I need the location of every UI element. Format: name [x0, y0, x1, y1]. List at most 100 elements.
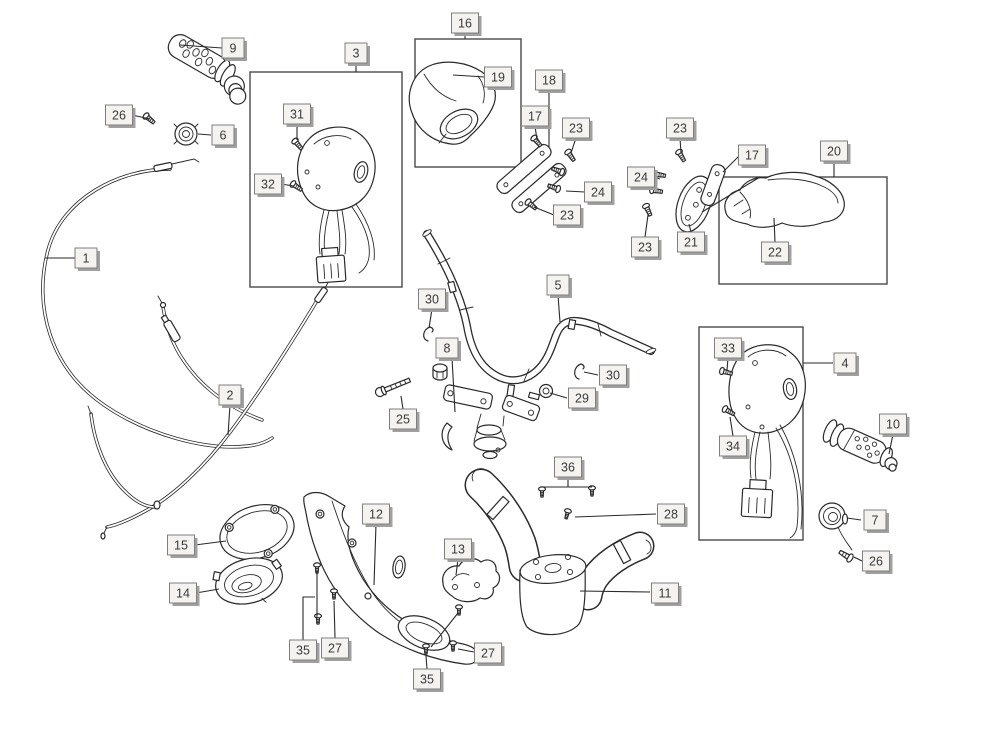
callout-33-29: 33 — [714, 337, 745, 361]
callout-16-8: 16 — [451, 12, 482, 36]
callout-number: 16 — [458, 17, 472, 31]
callout-35-43: 35 — [413, 668, 444, 692]
part-gasket-ring-15 — [219, 504, 295, 560]
callout-number: 24 — [591, 186, 605, 200]
callout-13-37: 13 — [444, 538, 475, 562]
callout-number: 4 — [842, 357, 849, 371]
callout-number: 13 — [451, 543, 465, 557]
callout-number: 9 — [230, 42, 237, 56]
callout-number: 8 — [444, 342, 451, 356]
callout-number: 26 — [869, 555, 883, 569]
callout-29-26: 29 — [568, 387, 599, 411]
callout-number: 30 — [606, 369, 620, 383]
leader-line-30-23 — [428, 308, 433, 329]
callout-22-21: 22 — [761, 241, 792, 265]
callout-number: 15 — [174, 539, 188, 553]
callout-30-23: 30 — [418, 288, 449, 312]
part-knob-6 — [173, 122, 199, 146]
callout-number: 14 — [176, 587, 190, 601]
callout-23-15: 23 — [666, 117, 697, 141]
callout-number: 25 — [396, 413, 410, 427]
part-cover-13 — [442, 557, 501, 603]
callout-21-19: 21 — [677, 231, 708, 255]
part-rear-cover-11 — [464, 468, 655, 636]
part-switch-right — [718, 344, 806, 539]
leader-line-8-24 — [451, 357, 456, 413]
leader-line-14-35 — [195, 588, 220, 594]
callout-26-33: 26 — [862, 550, 893, 574]
callout-1-6: 1 — [74, 247, 100, 271]
part-drawings — [41, 34, 898, 665]
callout-7-32: 7 — [863, 509, 889, 533]
part-handlebar — [422, 229, 657, 460]
callout-23-12: 23 — [562, 117, 593, 141]
callout-31-4: 31 — [283, 103, 314, 127]
part-nut-8 — [432, 363, 448, 381]
callout-number: 34 — [726, 440, 740, 454]
callout-17-11: 17 — [521, 105, 552, 129]
part-screw-26-right — [838, 549, 854, 563]
callout-number: 27 — [481, 647, 495, 661]
callout-9-0: 9 — [221, 37, 247, 61]
callout-number: 6 — [220, 129, 227, 143]
leader-line-28-39 — [574, 513, 657, 518]
callout-25-25: 25 — [389, 408, 420, 432]
callout-17-18: 17 — [738, 144, 769, 168]
leader-line-12-36 — [373, 523, 377, 586]
callout-number: 22 — [768, 246, 782, 260]
callout-number: 31 — [290, 108, 304, 122]
callout-number: 10 — [886, 418, 900, 432]
leader-line-5-22 — [557, 294, 561, 323]
callout-number: 17 — [528, 110, 542, 124]
callout-6-2: 6 — [211, 124, 237, 148]
callout-number: 35 — [420, 673, 434, 687]
part-grip-right — [822, 419, 898, 472]
leader-line-23-17 — [644, 214, 649, 238]
callout-23-14: 23 — [553, 204, 584, 228]
callout-14-35: 14 — [169, 582, 200, 606]
callout-10-31: 10 — [879, 413, 910, 437]
callout-number: 11 — [659, 587, 672, 601]
callout-23-17: 23 — [631, 236, 662, 260]
callout-number: 18 — [542, 74, 556, 88]
leader-line-26-33 — [853, 556, 863, 562]
part-cover-disc-14 — [212, 557, 283, 605]
callout-24-13: 24 — [584, 181, 615, 205]
callout-19-9: 19 — [484, 66, 515, 90]
callout-number: 30 — [425, 293, 439, 307]
callout-30-27: 30 — [599, 364, 630, 388]
leader-line-29-26 — [549, 392, 568, 399]
callout-number: 23 — [638, 241, 652, 255]
leader-line-35-43 — [425, 655, 428, 670]
leader-line-30-27 — [583, 371, 599, 376]
part-clip-30-right — [574, 363, 585, 380]
leader-line-6-2 — [197, 133, 212, 136]
callout-number: 35 — [296, 644, 310, 658]
leader-line-2-7 — [227, 404, 231, 436]
callout-28-39: 28 — [657, 503, 688, 527]
callout-24-16: 24 — [627, 166, 658, 190]
callout-20-20: 20 — [820, 140, 851, 164]
callout-number: 7 — [872, 514, 879, 528]
callout-number: 23 — [673, 122, 687, 136]
callout-number: 32 — [261, 178, 275, 192]
callout-number: 26 — [112, 109, 126, 123]
callout-number: 2 — [227, 389, 234, 403]
callout-number: 29 — [575, 392, 589, 406]
callout-11-40: 11 — [651, 582, 682, 606]
part-mirror-glass — [724, 171, 845, 228]
callout-number: 28 — [664, 508, 678, 522]
callout-2-7: 2 — [218, 384, 244, 408]
callout-number: 12 — [369, 508, 383, 522]
switch-right-group-box — [698, 326, 804, 541]
callout-number: 27 — [328, 642, 342, 656]
callout-number: 21 — [684, 236, 698, 250]
leader-line-34-30 — [729, 416, 734, 437]
callout-number: 23 — [560, 209, 574, 223]
leader-line-17-18 — [722, 154, 741, 173]
callout-3-3: 3 — [344, 42, 370, 66]
part-bolt-25 — [374, 377, 412, 398]
part-knob-7 — [818, 502, 853, 551]
